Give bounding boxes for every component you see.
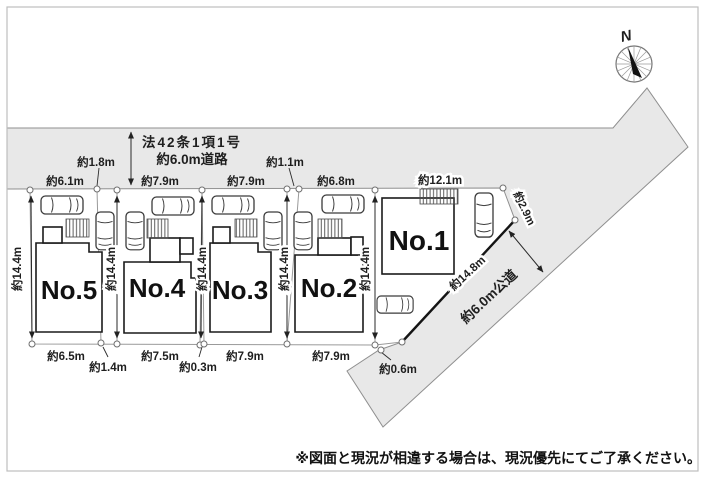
car-icon [151, 196, 195, 216]
house-no4-wing [149, 237, 181, 263]
lot4-label: No.4 [129, 273, 186, 303]
lot1-road-edge [401, 219, 516, 343]
lot5-label: No.5 [41, 275, 97, 305]
house-no4-porch [179, 237, 194, 255]
car-icon [95, 211, 115, 251]
steps-no1-icon [419, 188, 459, 205]
road-surface [6, 87, 689, 428]
house-no2-wing [317, 237, 352, 256]
car-icon [474, 192, 494, 238]
dim-depth-lot4-3: 約14.4m [195, 247, 209, 291]
entrance-steps [65, 188, 459, 239]
dim-bottom-lot2: 約7.9m [312, 349, 350, 363]
steps-no4-icon [146, 218, 169, 239]
car-icon [263, 211, 283, 251]
dim-bottom-lot1-corner: 約0.6m [379, 362, 417, 376]
leader-lines [96, 167, 392, 361]
dim-bottom-lot3: 約7.9m [226, 349, 264, 363]
top-road-law-label: 法42条1項1号 [142, 134, 242, 150]
car-icon [321, 194, 365, 214]
car-icon [125, 211, 145, 251]
dim-top-lot5: 約6.1m [46, 174, 84, 188]
steps-no2-icon [317, 218, 343, 239]
house-no3-porch [212, 226, 231, 244]
compass-north-label: N [619, 27, 634, 46]
side-road-width-arrow [508, 230, 544, 273]
house-no5-porch [42, 226, 63, 244]
house-no1 [381, 197, 455, 275]
lot1-label: No.1 [389, 225, 450, 256]
lot3-label: No.3 [212, 275, 268, 305]
dim-depth-outer: 約14.4m [10, 247, 24, 291]
dim-top-gap-a: 約1.8m [77, 155, 115, 169]
lot2-label: No.2 [301, 273, 357, 303]
car-icon [293, 211, 313, 251]
dim-depth-lot2-1: 約14.4m [358, 247, 372, 291]
boundary-markers [26, 184, 519, 354]
compass-rose-icon: N [615, 27, 653, 83]
dim-bottom-gap-b: 約0.3m [179, 360, 217, 374]
house-no2-porch [350, 236, 364, 256]
car-icon [376, 295, 414, 314]
car-icon [211, 195, 255, 215]
dim-top-lot3: 約7.9m [227, 174, 265, 188]
dim-bottom-lot4: 約7.5m [141, 349, 179, 363]
buildings [35, 197, 455, 334]
steps-no5-icon [65, 218, 90, 238]
dim-top-lot2: 約6.8m [317, 174, 355, 188]
drawing-frame [6, 6, 699, 472]
house-no3 [209, 242, 272, 333]
disclaimer-note: ※図面と現況が相違する場合は、現況優先にてご了承ください。 [295, 450, 701, 466]
top-road-width-label: 約6.0m道路 [156, 151, 228, 167]
dim-depth-lot3-2: 約14.4m [277, 247, 291, 291]
dim-top-gap-b: 約1.1m [266, 155, 304, 169]
car-icon [40, 195, 84, 215]
dim-bottom-lot5: 約6.5m [47, 349, 85, 363]
dim-top-lot4: 約7.9m [141, 174, 179, 188]
steps-no3-icon [234, 218, 258, 238]
house-no4 [123, 261, 197, 334]
dim-bottom-gap-a: 約1.4m [89, 360, 127, 374]
depth-dimension-lines [28, 194, 378, 340]
dim-depth-lot5-4: 約14.4m [104, 247, 118, 291]
dim-top-lot1: 約12.1m [418, 173, 462, 187]
house-no5 [35, 242, 103, 333]
